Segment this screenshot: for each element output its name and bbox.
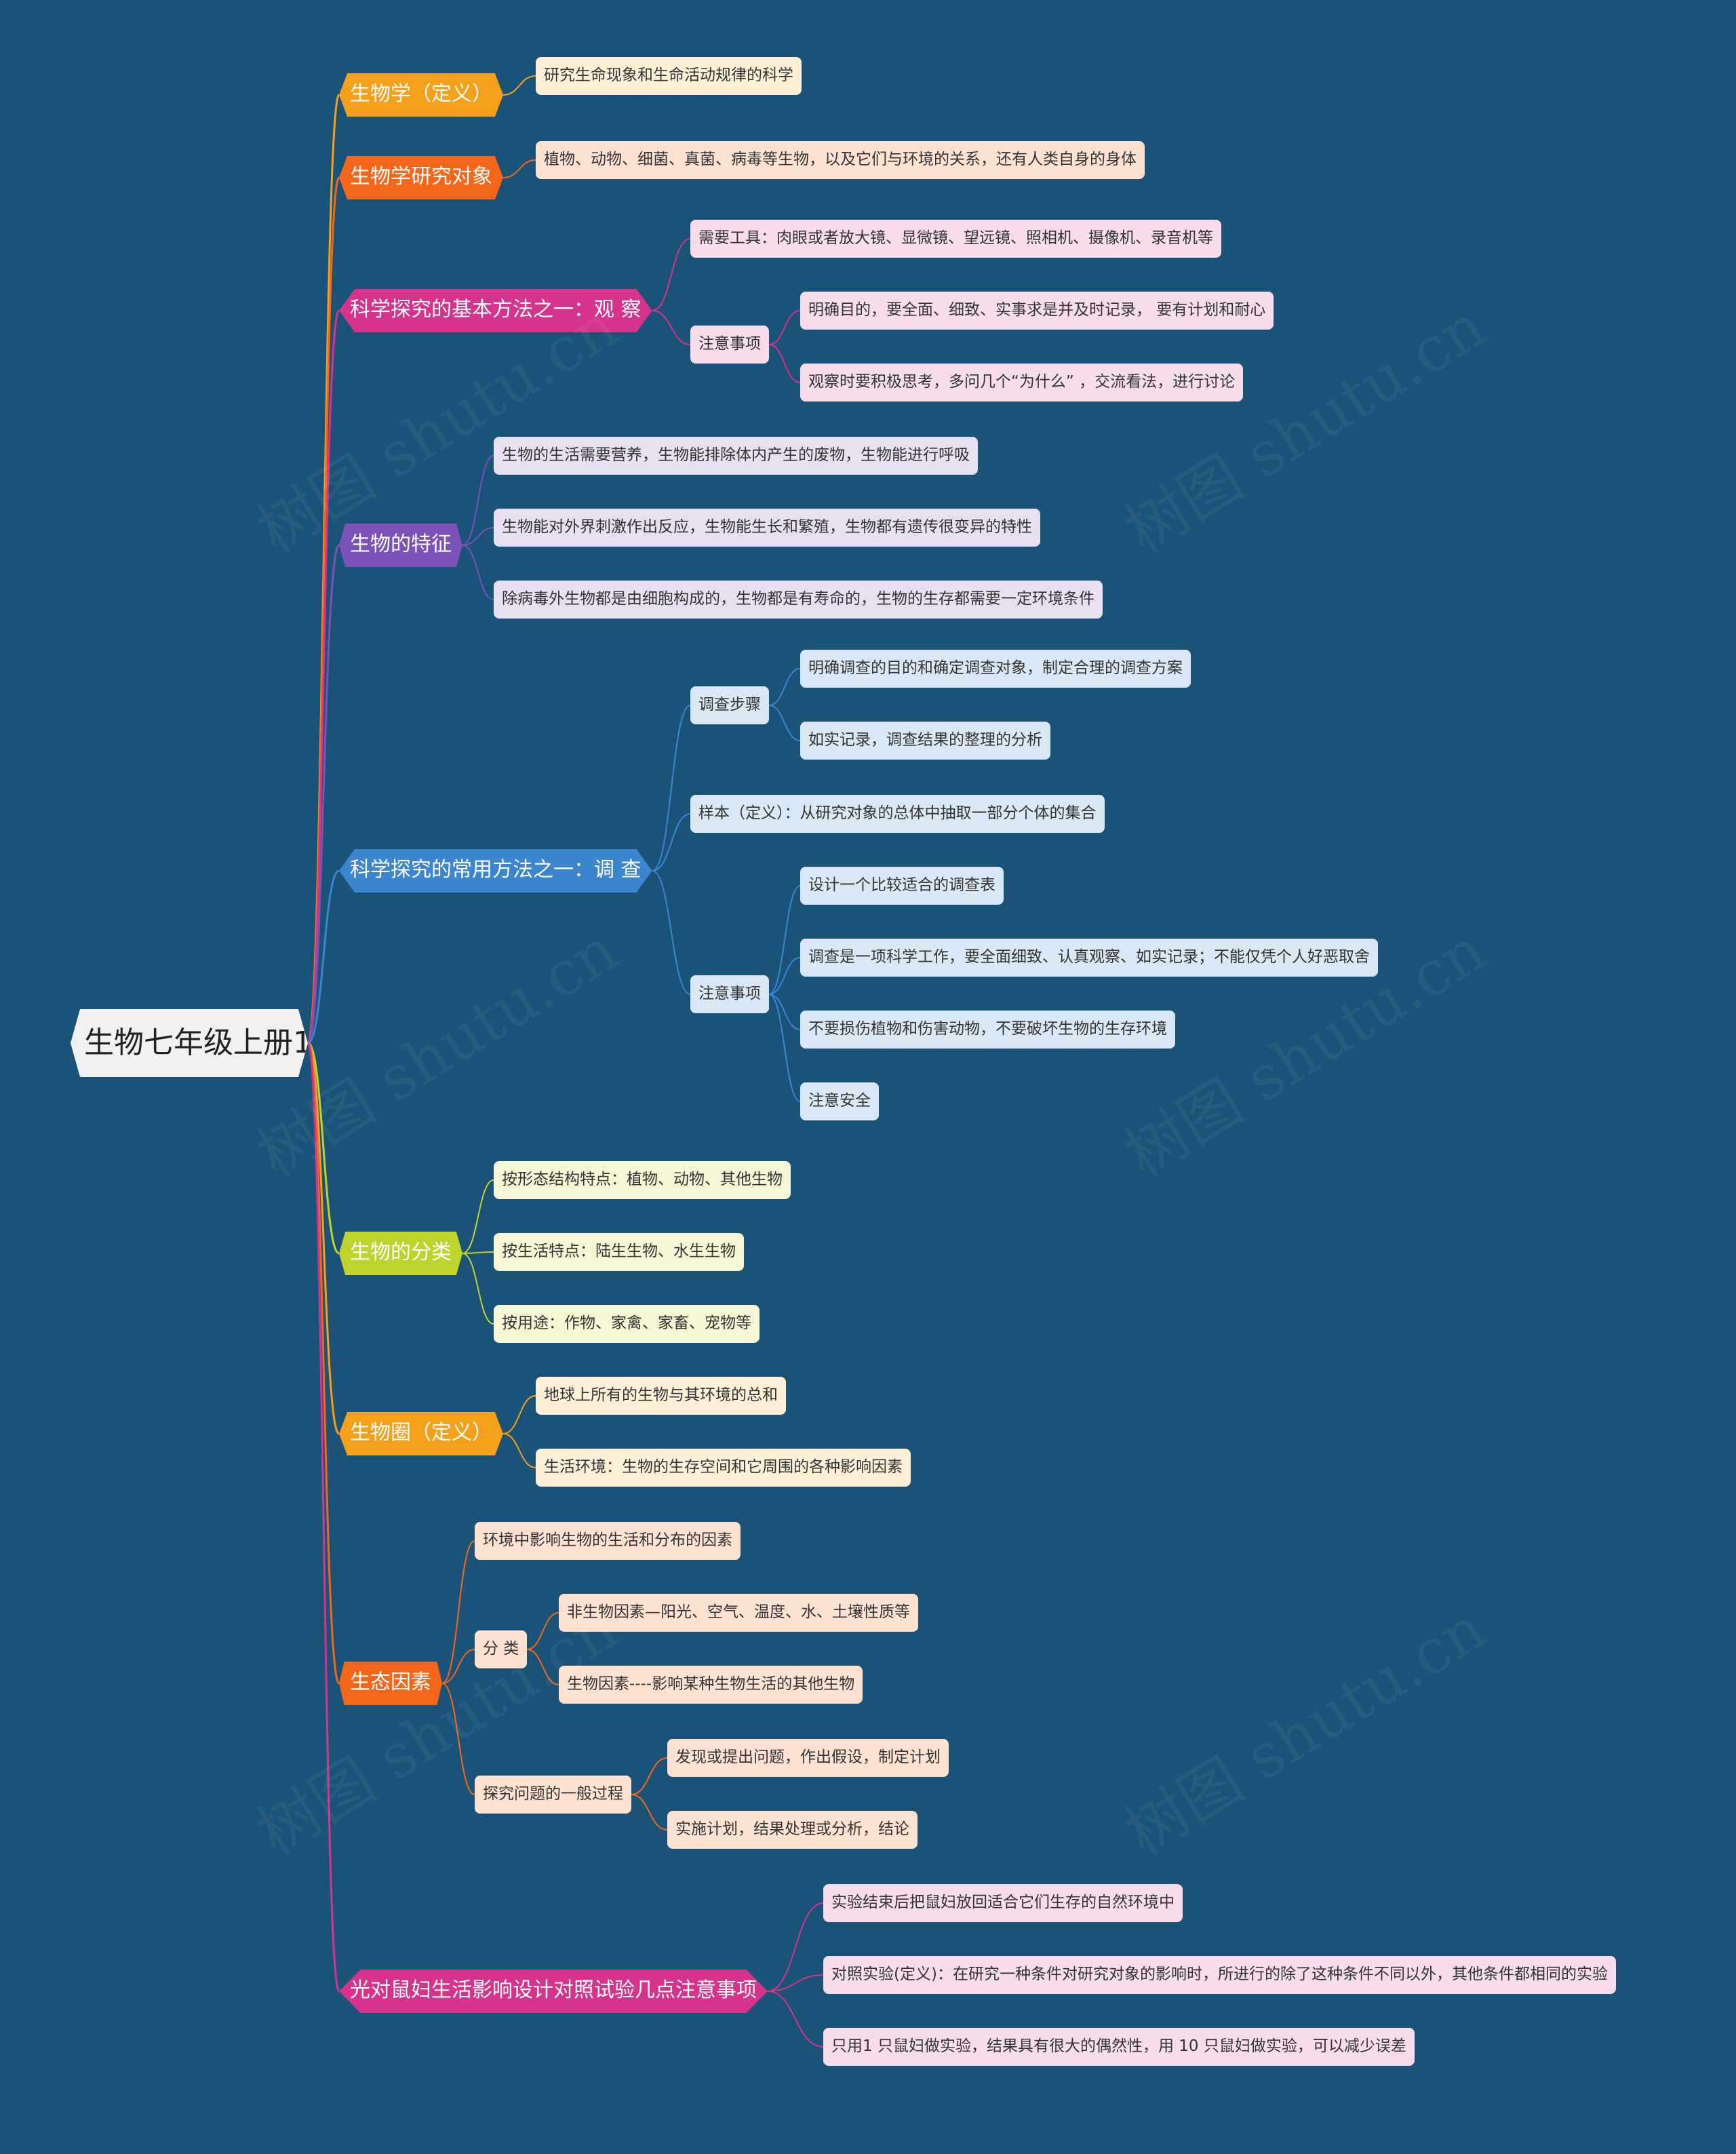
branch-3-item-2-sub-1[interactable]: 明确目的，要全面、细致、实事求是并及时记录， 要有计划和耐心 xyxy=(800,292,1274,330)
connector-line xyxy=(307,1042,340,1435)
connector-line xyxy=(768,344,801,383)
branch-6-item-2[interactable]: 按生活特点：陆生生物、水生生物 xyxy=(494,1233,744,1271)
branch-8-item-3-sub-1[interactable]: 发现或提出问题，作出假设，制定计划 xyxy=(667,1739,949,1777)
connector-line xyxy=(307,1042,340,1255)
connector-line xyxy=(526,1649,559,1685)
connector-line xyxy=(768,705,801,741)
branch-8-item-2-sub-1[interactable]: 非生物因素—阳光、空气、温度、水、土壤性质等 xyxy=(559,1594,918,1632)
branch-8-item-3-sub-2[interactable]: 实施计划，结果处理或分析，结论 xyxy=(667,1811,918,1849)
branch-9[interactable]: 光对鼠妇生活影响设计对照试验几点注意事项 xyxy=(339,1970,768,2013)
branch-5-item-1-sub-1[interactable]: 明确调查的目的和确定调查对象，制定合理的调查方案 xyxy=(800,650,1191,688)
connector-line xyxy=(462,455,494,546)
connector-line xyxy=(652,870,691,995)
connector-line xyxy=(462,545,494,600)
connector-line xyxy=(767,1902,824,1992)
branch-5[interactable]: 科学探究的常用方法之一：调 查 xyxy=(339,849,652,893)
branch-2[interactable]: 生物学研究对象 xyxy=(339,156,503,199)
connector-line xyxy=(652,310,691,345)
connector-line xyxy=(441,1649,475,1684)
connector-line xyxy=(307,869,340,1044)
connector-line xyxy=(441,1683,475,1795)
connector-line xyxy=(462,527,494,546)
connector-line xyxy=(768,994,801,1102)
connector-line xyxy=(307,176,340,1044)
branch-9-item-3[interactable]: 只用1 只鼠妇做实验，结果具有很大的偶然性，用 10 只鼠妇做实验，可以减少误差 xyxy=(823,2028,1415,2066)
connector-line xyxy=(462,1179,494,1254)
branch-7-item-1[interactable]: 地球上所有的生物与其环境的总和 xyxy=(536,1377,786,1415)
connector-line xyxy=(767,1991,824,2048)
branch-3-item-2-sub-2[interactable]: 观察时要积极思考，多问几个“为什么” ，交流看法，进行讨论 xyxy=(800,364,1244,402)
branch-8-item-2-sub-2[interactable]: 生物因素----影响某种生物生活的其他生物 xyxy=(559,1666,863,1704)
connector-line xyxy=(652,813,691,872)
branch-3-item-2[interactable]: 注意事项 xyxy=(690,326,769,364)
connector-line xyxy=(526,1612,559,1650)
branch-1[interactable]: 生物学（定义） xyxy=(339,73,503,117)
branch-5-item-3-sub-2[interactable]: 调查是一项科学工作，要全面细致、认真观察、如实记录；不能仅凭个人好恶取舍 xyxy=(800,939,1378,977)
branch-8[interactable]: 生态因素 xyxy=(339,1662,442,1705)
connector-line xyxy=(768,885,801,995)
branch-6-item-1[interactable]: 按形态结构特点：植物、动物、其他生物 xyxy=(494,1161,791,1199)
connector-line xyxy=(502,1433,536,1468)
connector-line xyxy=(767,1974,824,1992)
branch-5-item-1-sub-2[interactable]: 如实记录，调查结果的整理的分析 xyxy=(800,722,1050,760)
connector-line xyxy=(502,159,536,178)
branch-5-item-2[interactable]: 样本（定义）：从研究对象的总体中抽取一部分个体的集合 xyxy=(690,795,1105,833)
connector-line xyxy=(502,1395,536,1434)
connector-line xyxy=(441,1540,475,1684)
connector-line xyxy=(631,1794,668,1830)
connector-line xyxy=(652,705,691,872)
branch-9-item-2[interactable]: 对照实验(定义)：在研究一种条件对研究对象的影响时，所进行的除了这种条件不同以外… xyxy=(823,1956,1616,1994)
branch-3[interactable]: 科学探究的基本方法之一：观 察 xyxy=(339,289,652,332)
connector-line xyxy=(502,75,536,96)
branch-1-item-1[interactable]: 研究生命现象和生命活动规律的科学 xyxy=(536,57,802,95)
branch-5-item-3-sub-1[interactable]: 设计一个比较适合的调查表 xyxy=(800,867,1004,905)
branch-4[interactable]: 生物的特征 xyxy=(339,524,462,567)
connector-line xyxy=(307,1042,340,1993)
connector-line xyxy=(652,238,691,311)
connector-line xyxy=(768,957,801,995)
branch-8-item-3[interactable]: 探究问题的一般过程 xyxy=(475,1776,631,1814)
connector-line xyxy=(462,1251,494,1254)
branch-5-item-3-sub-4[interactable]: 注意安全 xyxy=(800,1082,879,1120)
branch-4-item-1[interactable]: 生物的生活需要营养，生物能排除体内产生的废物，生物能进行呼吸 xyxy=(494,437,978,475)
branch-8-item-2[interactable]: 分 类 xyxy=(475,1630,528,1668)
branch-7-item-2[interactable]: 生活环境：生物的生存空间和它周围的各种影响因素 xyxy=(536,1449,911,1487)
branch-8-item-1[interactable]: 环境中影响生物的生活和分布的因素 xyxy=(475,1522,741,1560)
connector-line xyxy=(462,1253,494,1325)
branch-3-item-1[interactable]: 需要工具：肉眼或者放大镜、显微镜、望远镜、照相机、摄像机、录音机等 xyxy=(690,220,1221,258)
branch-5-item-1[interactable]: 调查步骤 xyxy=(690,686,769,724)
branch-7[interactable]: 生物圈（定义） xyxy=(339,1412,503,1455)
branch-5-item-3[interactable]: 注意事项 xyxy=(690,975,769,1013)
branch-2-item-1[interactable]: 植物、动物、细菌、真菌、病毒等生物，以及它们与环境的关系，还有人类自身的身体 xyxy=(536,141,1145,179)
branch-5-item-3-sub-3[interactable]: 不要损伤植物和伤害动物，不要破坏生物的生存环境 xyxy=(800,1011,1175,1049)
branch-4-item-2[interactable]: 生物能对外界刺激作出反应，生物能生长和繁殖，生物都有遗传很变异的特性 xyxy=(494,509,1040,547)
connector-line xyxy=(307,309,340,1044)
branch-6[interactable]: 生物的分类 xyxy=(339,1232,462,1275)
connector-line xyxy=(768,668,801,706)
branch-6-item-3[interactable]: 按用途：作物、家禽、家畜、宠物等 xyxy=(494,1305,760,1343)
connector-line xyxy=(768,310,801,345)
connector-line xyxy=(631,1757,668,1795)
connector-line xyxy=(307,544,340,1044)
root-node[interactable]: 生物七年级上册1 xyxy=(71,1009,308,1077)
branch-4-item-3[interactable]: 除病毒外生物都是由细胞构成的，生物都是有寿命的，生物的生存都需要一定环境条件 xyxy=(494,581,1103,619)
branch-9-item-1[interactable]: 实验结束后把鼠妇放回适合它们生存的自然环境中 xyxy=(823,1884,1183,1922)
connector-line xyxy=(768,994,801,1030)
